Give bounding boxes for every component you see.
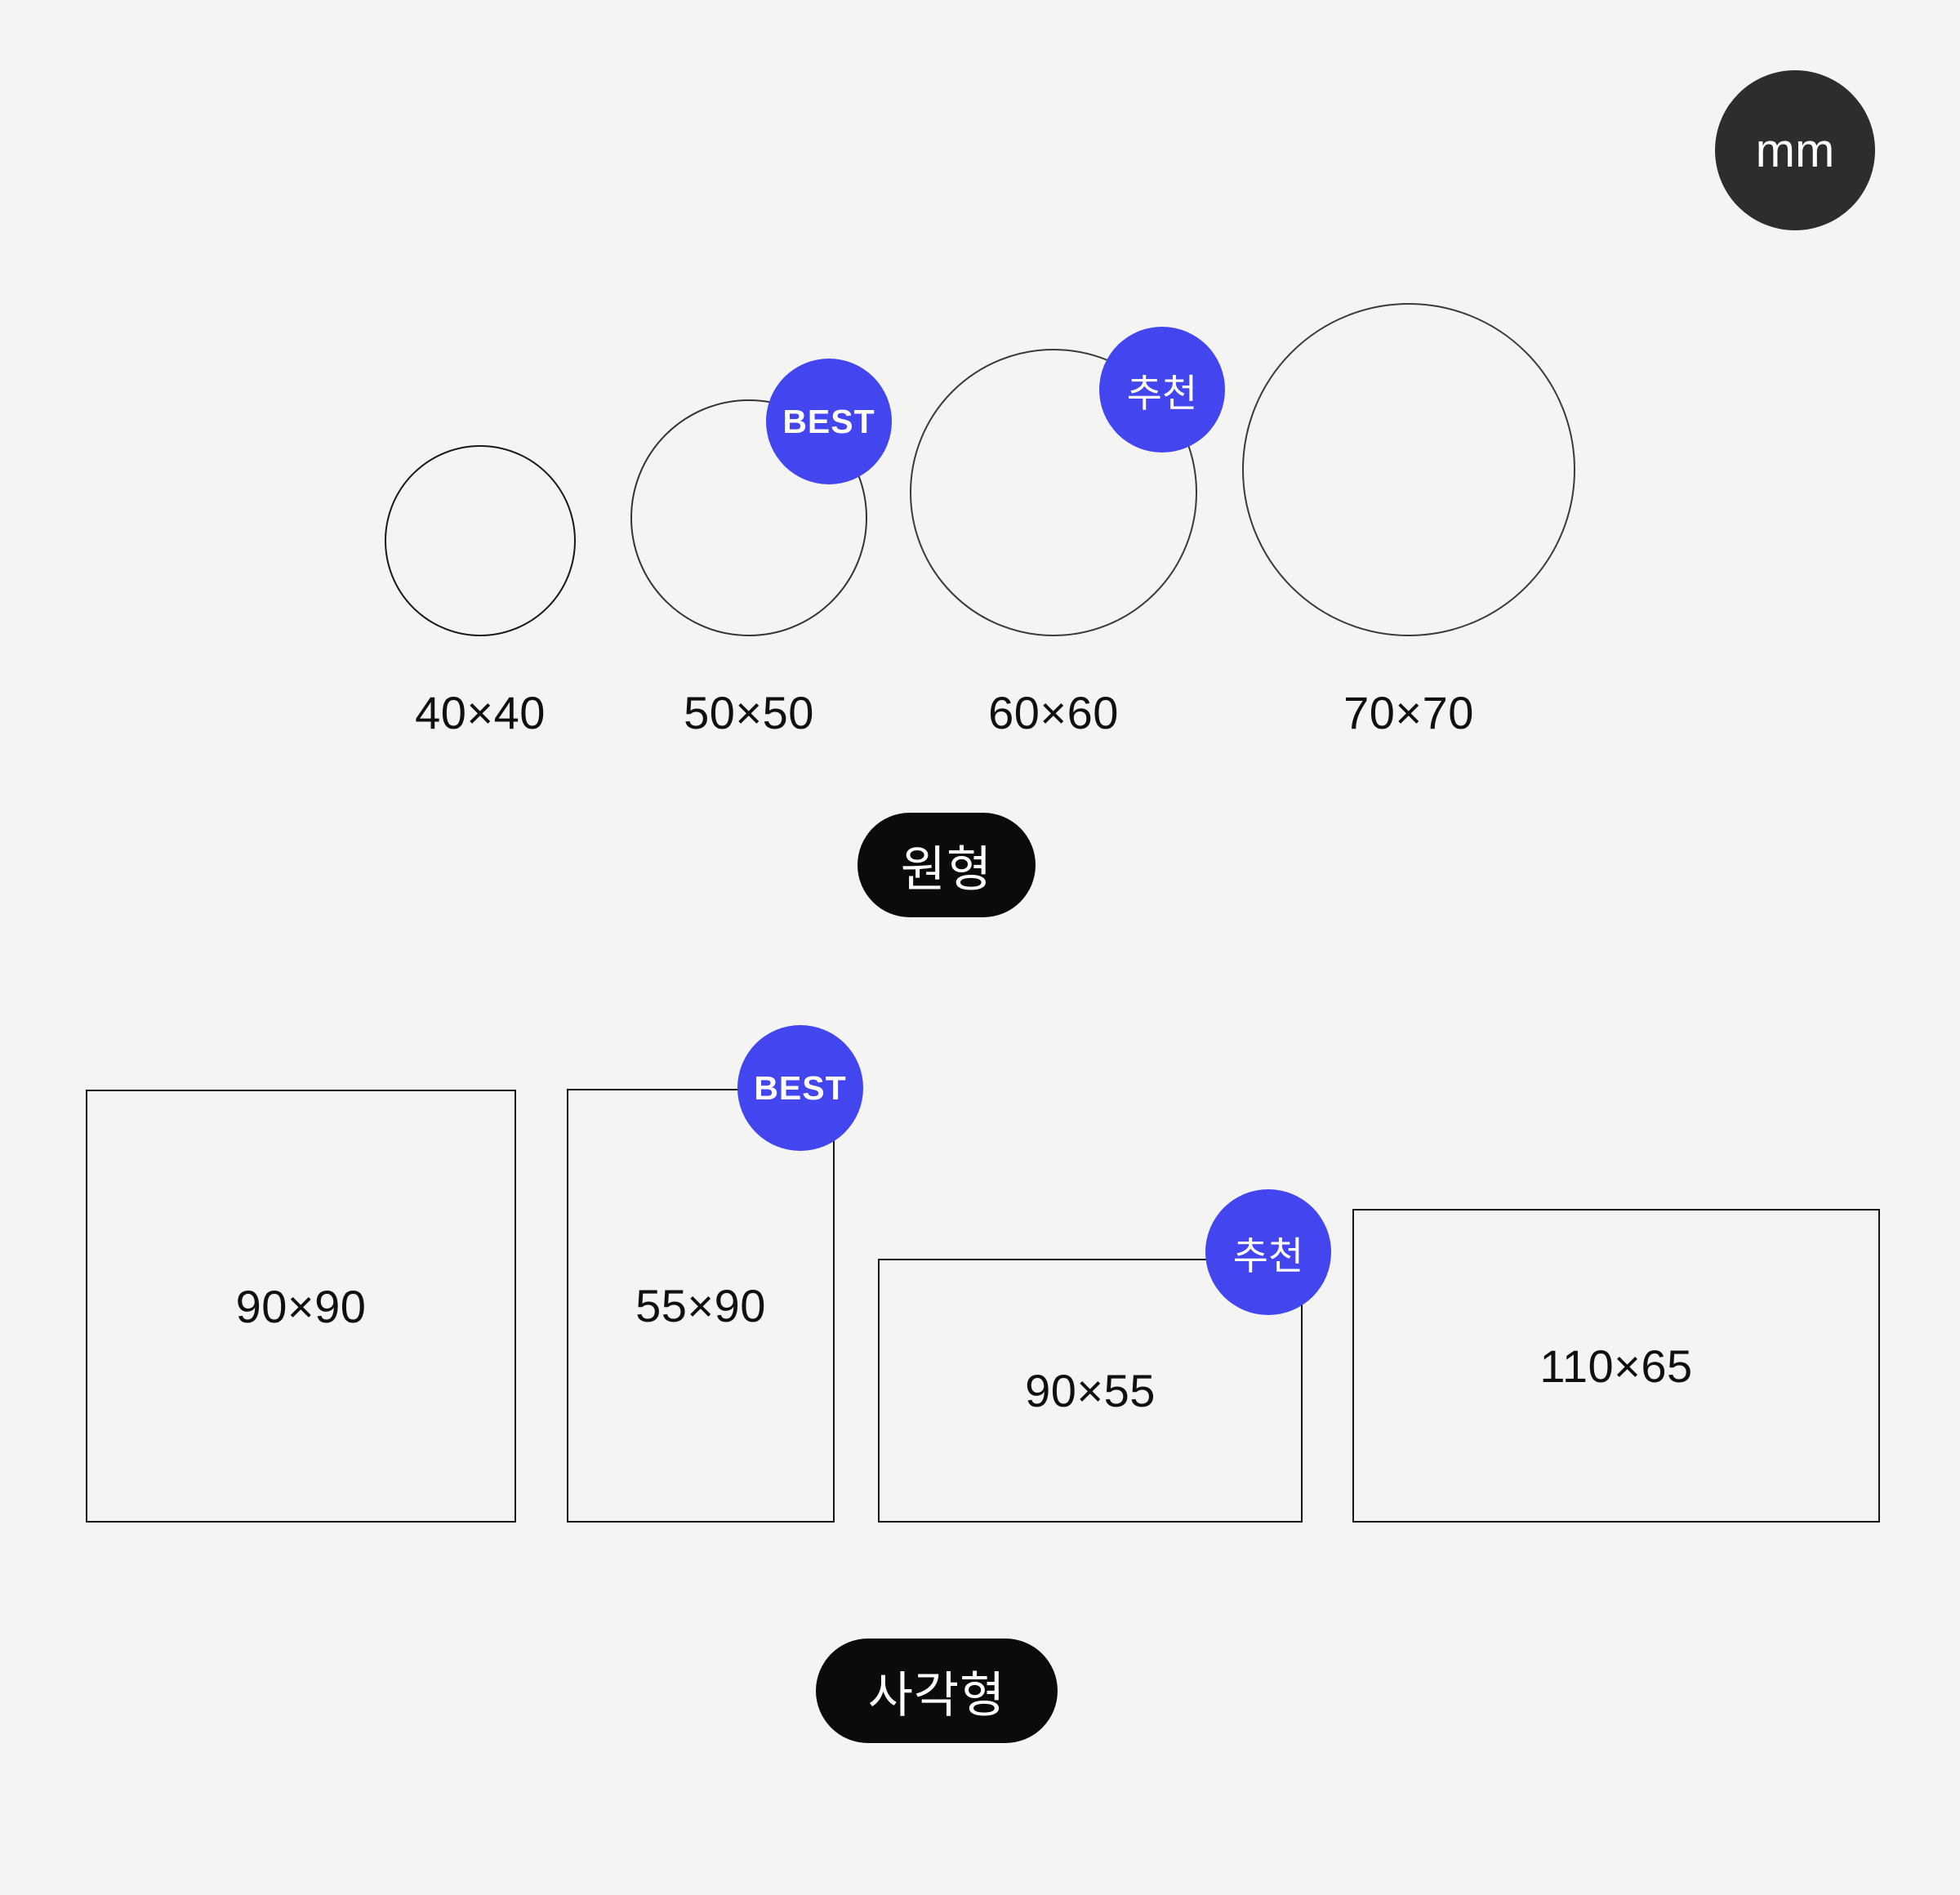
rect-outline-55x90: 55×90 bbox=[567, 1089, 835, 1523]
recommend-badge-circle-60x60: 추천 bbox=[1099, 327, 1225, 453]
rect-size-label-90x90: 90×90 bbox=[235, 1280, 367, 1332]
circle-outline-60x60 bbox=[910, 349, 1197, 636]
group-pill-circle-label: 원형 bbox=[900, 841, 993, 897]
rect-size-label-55x90: 55×90 bbox=[635, 1280, 766, 1331]
circle-outline-40x40 bbox=[385, 445, 576, 636]
circle-outline-70x70 bbox=[1242, 303, 1575, 636]
group-pill-rect-label: 사각형 bbox=[867, 1667, 1006, 1723]
circle-size-label-40x40: 40×40 bbox=[415, 687, 546, 738]
group-pill-rect: 사각형 bbox=[816, 1639, 1058, 1743]
rect-size-label-90x55: 90×55 bbox=[1025, 1365, 1156, 1416]
unit-mm-label: mm bbox=[1755, 123, 1835, 177]
rect-outline-90x90: 90×90 bbox=[86, 1090, 516, 1523]
best-badge-circle-50x50: BEST bbox=[766, 359, 892, 484]
rect-outline-110x65: 110×65 bbox=[1352, 1209, 1880, 1523]
rect-size-label-110x65: 110×65 bbox=[1539, 1340, 1693, 1392]
rect-outline-90x55: 90×55 bbox=[878, 1259, 1303, 1523]
circle-size-label-60x60: 60×60 bbox=[988, 687, 1119, 738]
recommend-badge-rect-90x55: 추천 bbox=[1205, 1189, 1331, 1315]
circle-size-label-70x70: 70×70 bbox=[1343, 687, 1474, 738]
best-badge-rect-55x90: BEST bbox=[737, 1025, 863, 1151]
unit-mm-badge: mm bbox=[1715, 70, 1875, 230]
group-pill-circle: 원형 bbox=[858, 813, 1036, 917]
circle-size-label-50x50: 50×50 bbox=[684, 687, 814, 738]
circle-outline-50x50 bbox=[630, 399, 867, 636]
